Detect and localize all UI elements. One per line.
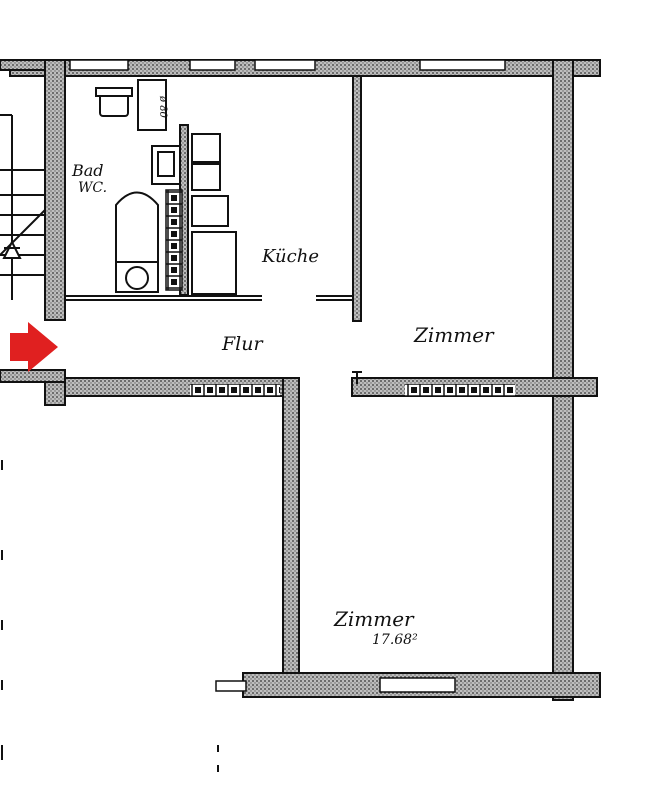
label-bath: Bad [71,161,104,180]
label-fixture: ø 80 [157,95,168,119]
bathroom-fixtures [95,79,183,293]
label-room-lower: Zimmer [333,607,415,631]
label-room-upper: Zimmer [413,323,495,347]
arrow-right-icon [10,322,58,372]
label-room-lower-area: 17.68² [372,632,418,648]
openings [65,295,362,384]
label-kitchen: Küche [261,246,319,267]
kitchen-fixtures [191,133,237,295]
label-wc: WC. [78,180,107,196]
stairwell [0,114,46,300]
windows [69,59,515,693]
walls [0,59,601,701]
label-hall: Flur [221,333,264,355]
lower-edge-marks [1,460,219,772]
